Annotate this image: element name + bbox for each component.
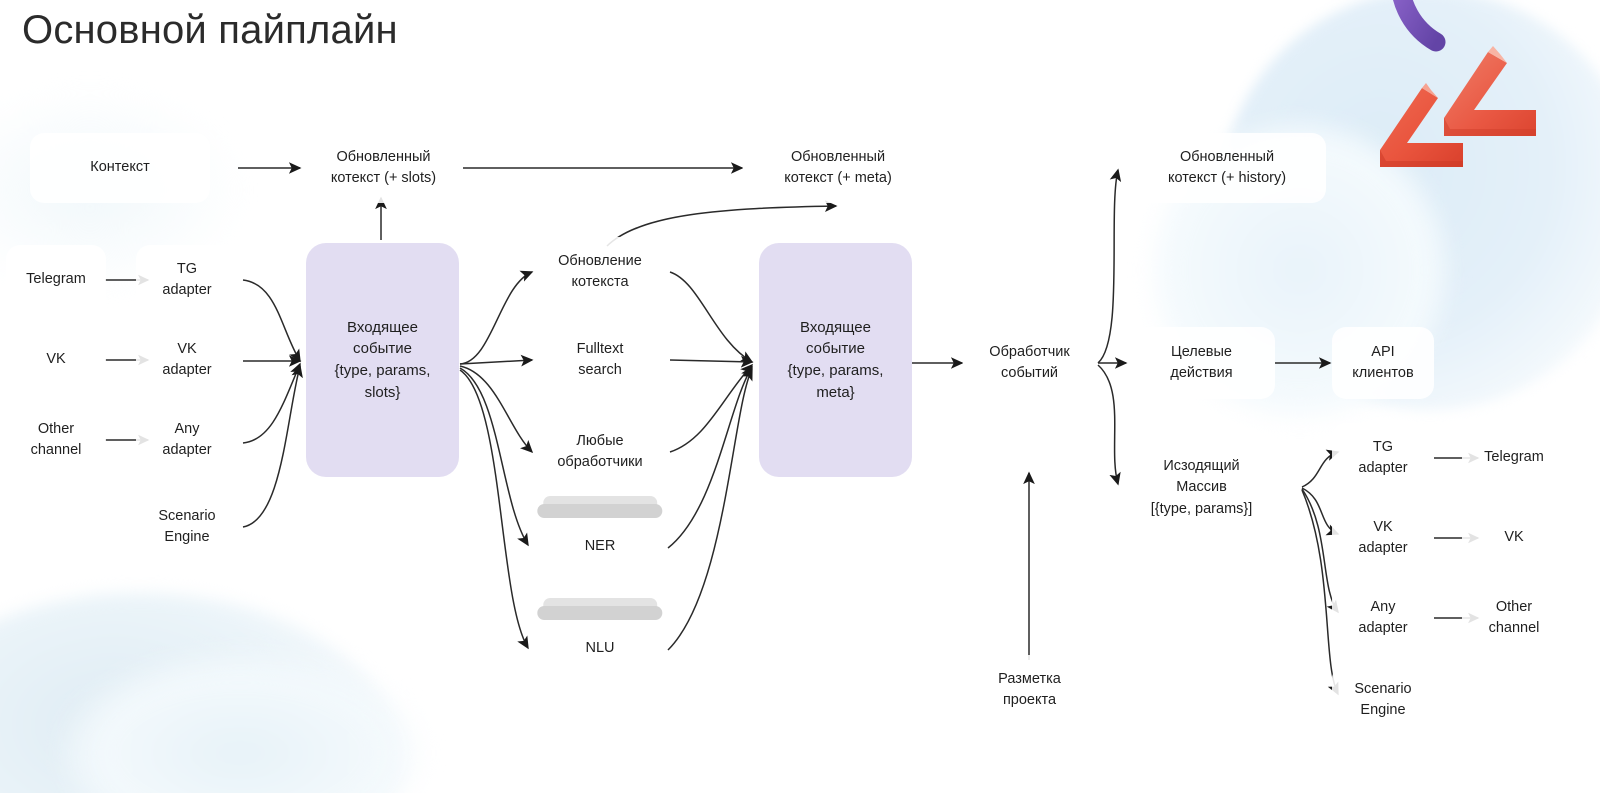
- edge-handlers-to-eventmeta: [669, 363, 754, 453]
- node-label: VK adapter: [162, 340, 212, 378]
- node-source-other-channel[interactable]: Other channel: [6, 405, 106, 475]
- edge-event-to-ctxupdate: [459, 270, 534, 365]
- node-label: Обновленный котекст (+ history): [1167, 148, 1287, 186]
- node-label: Обновление котекста: [558, 252, 642, 290]
- node-label: VK: [1504, 529, 1524, 546]
- edge-scenario-to-event: [242, 364, 303, 528]
- page-title: Основной пайплайн: [22, 8, 398, 52]
- node-label: Other channel: [1488, 598, 1540, 636]
- edge-tg-adapter-to-event: [242, 279, 301, 363]
- edge-fulltext-to-eventmeta: [669, 355, 754, 368]
- node-processor-nlu[interactable]: NLU: [534, 614, 666, 684]
- chevron-front-icon: [1444, 46, 1536, 136]
- edge-event-to-handlers: [459, 365, 534, 454]
- node-destination-telegram[interactable]: Telegram: [1462, 423, 1566, 493]
- node-incoming-event-meta[interactable]: Входящее событие {type, params, meta}: [759, 243, 912, 477]
- node-context-input[interactable]: Контекст: [30, 133, 210, 203]
- node-context-history[interactable]: Обновленный котекст (+ history): [1128, 133, 1326, 203]
- node-label: Telegram: [26, 271, 86, 288]
- node-label: Telegram: [1484, 449, 1544, 466]
- node-api-clients[interactable]: API клиентов: [1332, 327, 1434, 399]
- node-label: Разметка проекта: [998, 670, 1061, 708]
- node-output-scenario-engine[interactable]: Scenario Engine: [1332, 665, 1434, 735]
- node-target-actions[interactable]: Целевые действия: [1128, 327, 1275, 399]
- edge-event-to-ner: [459, 367, 529, 547]
- node-destination-vk[interactable]: VK: [1462, 503, 1566, 573]
- node-label: NLU: [585, 640, 615, 657]
- edge-event-to-nlu: [459, 369, 529, 650]
- node-event-handler[interactable]: Обработчик событий: [963, 327, 1096, 399]
- node-label: Any adapter: [1358, 598, 1408, 636]
- node-incoming-event-slots[interactable]: Входящее событие {type, params, slots}: [306, 243, 459, 477]
- node-label: Контекст: [90, 159, 150, 176]
- node-label: Other channel: [30, 420, 82, 458]
- node-processor-fulltext-search[interactable]: Fulltext search: [534, 325, 666, 395]
- edge-ctxupdate-to-eventmeta: [669, 271, 754, 363]
- node-destination-other-channel[interactable]: Other channel: [1462, 583, 1566, 653]
- node-label: API клиентов: [1352, 343, 1414, 381]
- node-input-tg-adapter[interactable]: TG adapter: [136, 245, 238, 315]
- node-context-meta[interactable]: Обновленный котекст (+ meta): [743, 133, 933, 203]
- node-source-vk[interactable]: VK: [6, 325, 106, 395]
- node-outgoing-array[interactable]: Исзодящий Массив [{type, params}]: [1128, 443, 1275, 533]
- node-source-telegram[interactable]: Telegram: [6, 245, 106, 315]
- edge-ctxupdate-to-meta: [606, 200, 838, 247]
- node-label: Входящее событие {type, params, meta}: [787, 318, 884, 401]
- node-processor-any-handlers[interactable]: Любые обработчики: [534, 417, 666, 487]
- node-label: Обработчик событий: [989, 343, 1070, 381]
- node-label: TG adapter: [1358, 438, 1408, 476]
- node-output-any-adapter[interactable]: Any adapter: [1332, 583, 1434, 653]
- node-label: Scenario Engine: [158, 507, 216, 545]
- node-label: Fulltext search: [576, 340, 624, 378]
- node-input-scenario-engine[interactable]: Scenario Engine: [136, 492, 238, 562]
- decorative-logo: [1380, 0, 1536, 167]
- node-label: Любые обработчики: [557, 432, 643, 470]
- node-label: NER: [584, 538, 616, 555]
- node-label: Any adapter: [162, 420, 212, 458]
- node-output-vk-adapter[interactable]: VK adapter: [1332, 503, 1434, 573]
- edge-handler-to-outgoing: [1097, 364, 1121, 486]
- node-label: Обновленный котекст (+ slots): [330, 148, 437, 186]
- node-input-any-adapter[interactable]: Any adapter: [136, 405, 238, 475]
- edge-handler-to-history: [1097, 168, 1122, 364]
- node-processor-ner[interactable]: NER: [534, 512, 666, 582]
- node-label: TG adapter: [162, 260, 212, 298]
- node-input-vk-adapter[interactable]: VK adapter: [136, 325, 238, 395]
- edge-nlu-to-eventmeta: [667, 367, 753, 651]
- node-processor-context-update[interactable]: Обновление котекста: [534, 237, 666, 307]
- node-label: Входящее событие {type, params, slots}: [334, 318, 431, 401]
- node-label: Целевые действия: [1170, 343, 1233, 381]
- node-label: Обновленный котекст (+ meta): [784, 148, 892, 186]
- node-context-slots[interactable]: Обновленный котекст (+ slots): [306, 133, 461, 203]
- edge-any-adapter-to-event: [242, 362, 302, 444]
- node-label: Scenario Engine: [1354, 680, 1412, 718]
- node-project-markup[interactable]: Разметка проекта: [963, 655, 1096, 725]
- node-output-tg-adapter[interactable]: TG adapter: [1332, 423, 1434, 493]
- violet-arc-icon: [1393, 0, 1446, 52]
- node-label: Исзодящий Массив [{type, params}]: [1150, 458, 1253, 517]
- node-label: VK adapter: [1358, 518, 1408, 556]
- edge-event-to-fulltext: [459, 354, 534, 367]
- edge-ner-to-eventmeta: [667, 365, 753, 549]
- node-label: VK: [46, 351, 66, 368]
